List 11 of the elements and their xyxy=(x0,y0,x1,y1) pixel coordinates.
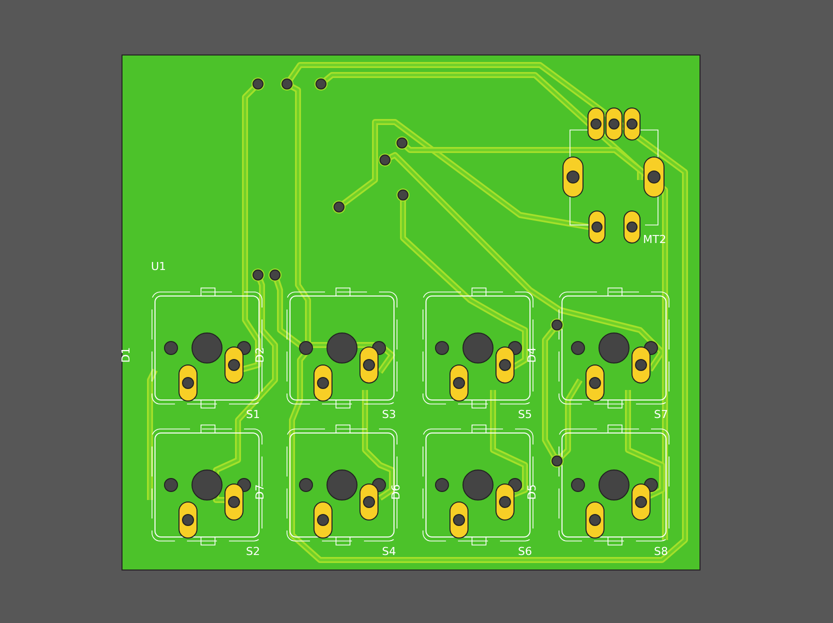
component-label: S7 xyxy=(654,409,668,421)
component-label: MT2 xyxy=(643,234,666,246)
component-label: S6 xyxy=(518,546,532,558)
component-label: S4 xyxy=(382,546,396,558)
component-label: U1 xyxy=(151,261,166,273)
component-label: D1 xyxy=(120,347,133,363)
component-label: S3 xyxy=(382,409,396,421)
component-label: S1 xyxy=(246,409,260,421)
component-label: S2 xyxy=(246,546,260,558)
component-label: S5 xyxy=(518,409,532,421)
component-label: S8 xyxy=(654,546,668,558)
